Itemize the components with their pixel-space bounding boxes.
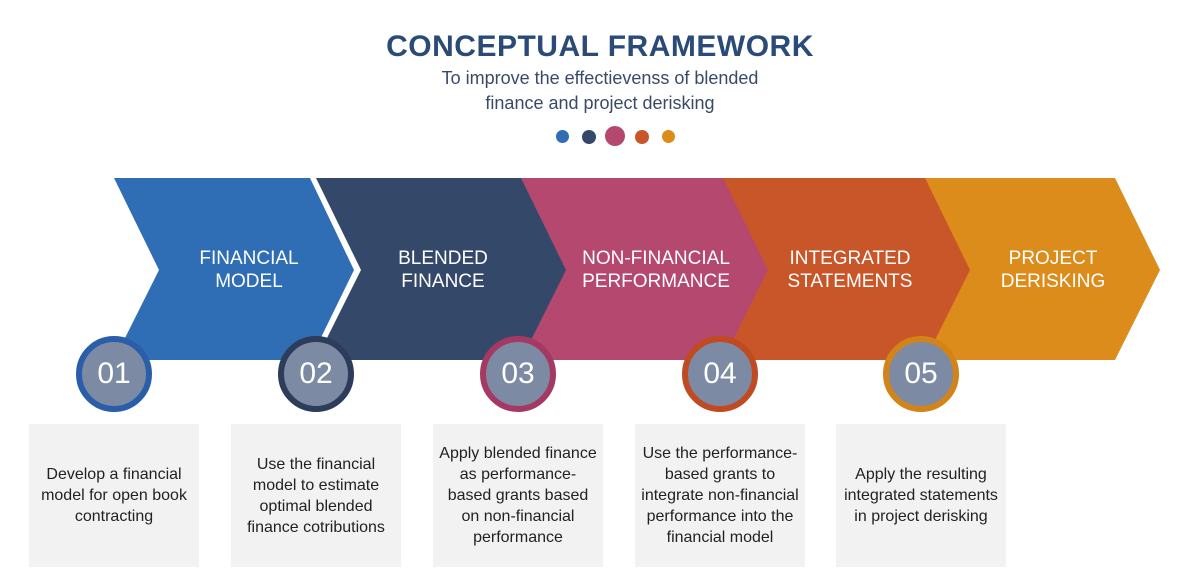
step-1-description-box: Develop a financial model for open book … bbox=[29, 424, 199, 567]
decorative-dots bbox=[0, 125, 1200, 146]
step-4-number: 04 bbox=[703, 357, 737, 390]
step-1-label: FINANCIAL MODEL bbox=[164, 247, 334, 293]
step-5-number-badge: 05 bbox=[883, 336, 959, 412]
chevron-arrow-icon bbox=[720, 178, 970, 360]
step-4-label-line-2: STATEMENTS bbox=[787, 271, 913, 292]
step-4-number-badge: 04 bbox=[682, 336, 758, 412]
dot-1 bbox=[556, 130, 569, 143]
step-2-number-badge: 02 bbox=[278, 336, 354, 412]
step-3-label-line-1: NON-FINANCIAL bbox=[582, 248, 730, 269]
step-5-description-box: Apply the resulting integrated statement… bbox=[836, 424, 1006, 567]
step-2-description-box: Use the financial model to estimate opti… bbox=[231, 424, 401, 567]
dot-5 bbox=[662, 130, 675, 143]
step-1-label-line-2: MODEL bbox=[215, 271, 283, 292]
step-4-label-line-1: INTEGRATED bbox=[789, 248, 911, 269]
step-2-label-line-1: BLENDED bbox=[398, 248, 488, 269]
chevron-arrow-icon bbox=[922, 178, 1160, 360]
step-4-description: Use the performance-based grants to inte… bbox=[641, 445, 799, 546]
step-5-label-line-1: PROJECT bbox=[1008, 248, 1098, 269]
subtitle-line-1: To improve the effectievenss of blended bbox=[441, 68, 759, 88]
step-2-label: BLENDED FINANCE bbox=[358, 247, 528, 293]
subtitle-line-2: finance and project derisking bbox=[485, 93, 715, 113]
dot-2 bbox=[582, 130, 596, 144]
step-1-description: Develop a financial model for open book … bbox=[41, 466, 187, 525]
step-5-description: Apply the resulting integrated statement… bbox=[844, 466, 998, 525]
dot-4 bbox=[635, 130, 649, 144]
chevron-arrow-icon bbox=[316, 178, 566, 360]
step-5-label-line-2: DERISKING bbox=[1000, 271, 1106, 292]
step-5-label: PROJECT DERISKING bbox=[968, 247, 1138, 293]
step-2-label-line-2: FINANCE bbox=[401, 271, 485, 292]
step-2-number: 02 bbox=[299, 357, 333, 390]
step-2-description: Use the financial model to estimate opti… bbox=[247, 455, 385, 536]
step-3-label: NON-FINANCIAL PERFORMANCE bbox=[565, 247, 747, 293]
step-1-number-badge: 01 bbox=[76, 336, 152, 412]
step-4-description-box: Use the performance-based grants to inte… bbox=[635, 424, 805, 567]
step-1-label-line-1: FINANCIAL bbox=[199, 248, 299, 269]
page-title: CONCEPTUAL FRAMEWORK bbox=[386, 30, 814, 63]
chevron-arrow-icon bbox=[518, 178, 768, 360]
step-3-description: Apply blended finance as performance-bas… bbox=[439, 445, 597, 546]
step-3-description-box: Apply blended finance as performance-bas… bbox=[433, 424, 603, 567]
chevron-arrow-icon bbox=[114, 178, 354, 360]
dot-3 bbox=[605, 126, 625, 146]
step-1-number: 01 bbox=[97, 357, 131, 390]
step-3-label-line-2: PERFORMANCE bbox=[582, 271, 730, 292]
step-4-label: INTEGRATED STATEMENTS bbox=[765, 247, 935, 293]
step-5-number: 05 bbox=[904, 357, 938, 390]
step-3-number-badge: 03 bbox=[480, 336, 556, 412]
step-3-number: 03 bbox=[501, 357, 535, 390]
